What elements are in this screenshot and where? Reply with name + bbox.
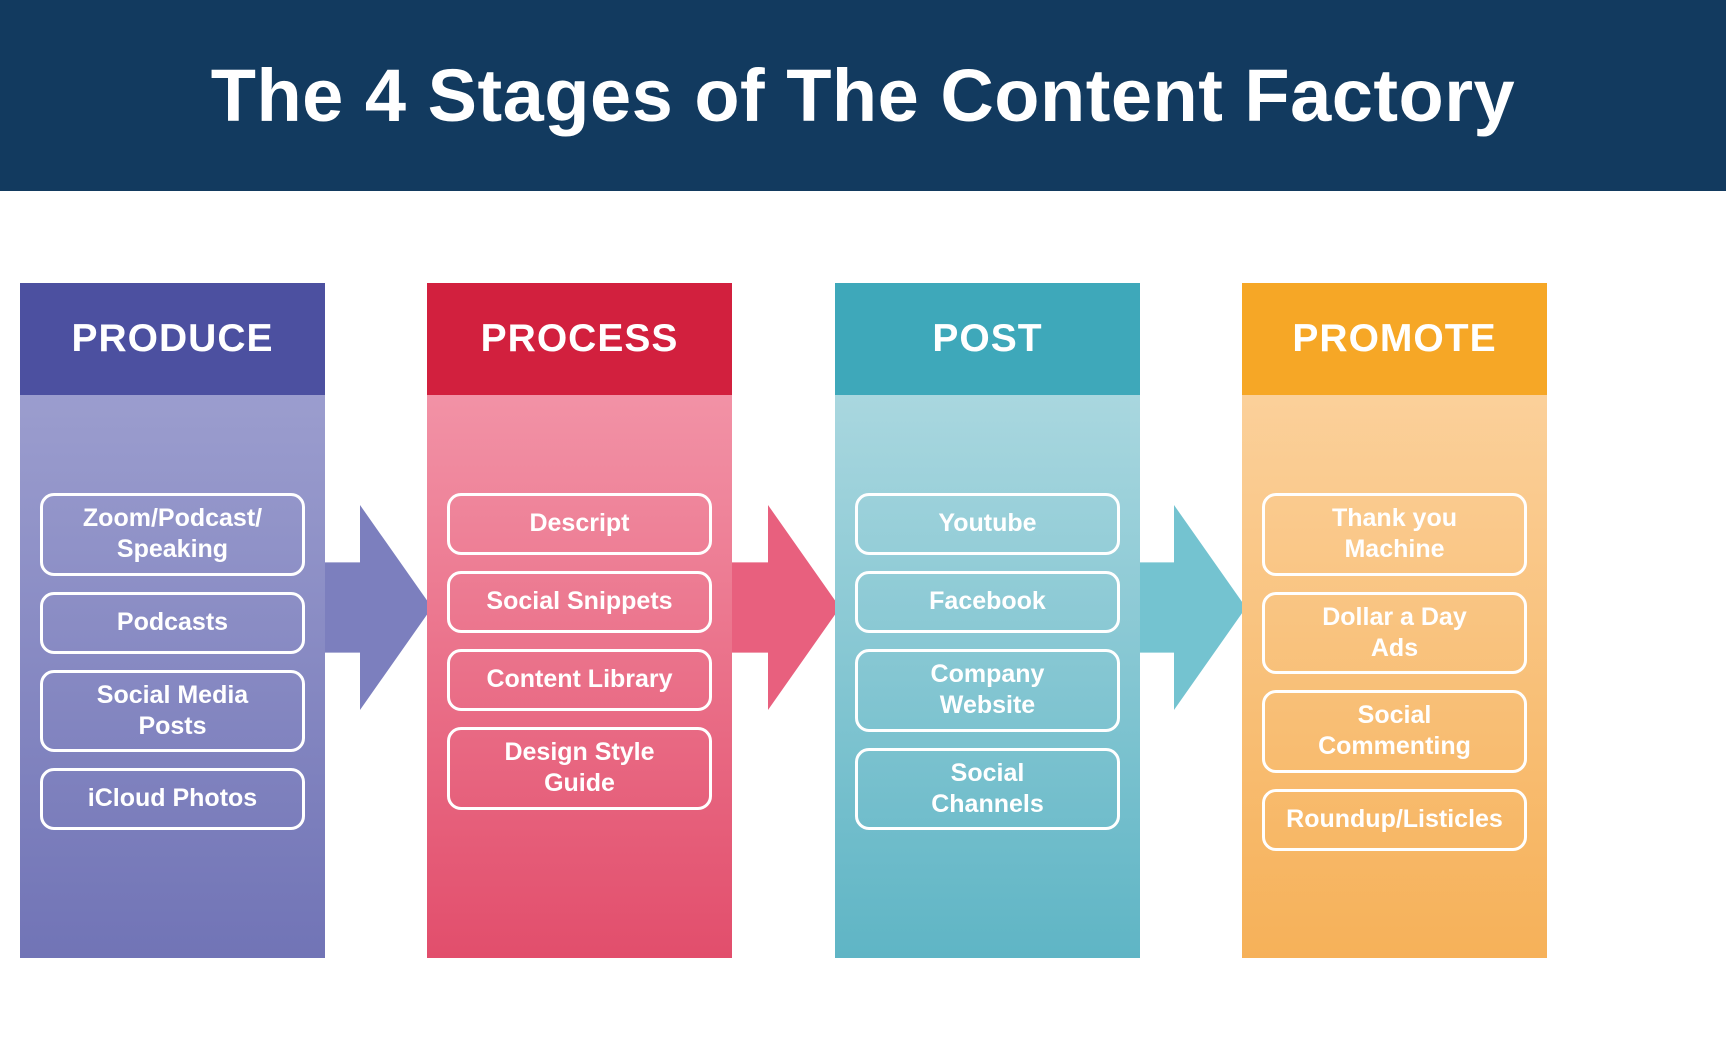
stage-item: Facebook	[855, 571, 1120, 633]
stage-item-label: Podcasts	[116, 607, 229, 636]
stage-item: Social Channels	[855, 747, 1120, 830]
stage-item: Content Library	[447, 649, 712, 711]
stage-item-label: Zoom/Podcast/ Speaking	[82, 504, 263, 564]
stage-item: Dollar a Day Ads	[1262, 591, 1527, 674]
stage-body: Descript Social Snippets Content Library…	[427, 395, 732, 958]
title-banner: The 4 Stages of The Content Factory	[0, 0, 1726, 191]
stage-item: Zoom/Podcast/ Speaking	[40, 493, 305, 576]
stage-header: PRODUCE	[20, 283, 325, 395]
stage-item-label: Design Style Guide	[504, 738, 655, 798]
stage-column-post: POST Youtube Facebook Company Website So…	[835, 283, 1140, 958]
stage-item: Podcasts	[40, 591, 305, 654]
stage-item-label: Content Library	[486, 665, 673, 694]
stage-item-label: Social Media Posts	[96, 680, 249, 740]
stage-header: PROCESS	[427, 283, 732, 395]
stage-item-label: Social Channels	[931, 758, 1044, 818]
stage-item-label: Social Snippets	[486, 587, 673, 616]
stage-title: PROCESS	[480, 317, 679, 360]
stage-column-promote: PROMOTE Thank you Machine Dollar a Day A…	[1242, 283, 1547, 958]
stage-body: Zoom/Podcast/ Speaking Podcasts Social M…	[20, 395, 325, 958]
stage-item: Company Website	[855, 649, 1120, 732]
stage-header: PROMOTE	[1242, 283, 1547, 395]
stage-item-label: Social Commenting	[1318, 701, 1471, 761]
stage-title: PRODUCE	[71, 317, 274, 360]
stage-title: PROMOTE	[1292, 317, 1497, 360]
stage-item-label: Company Website	[930, 660, 1045, 720]
stage-item-label: Descript	[529, 509, 630, 538]
stage-body: Youtube Facebook Company Website Social …	[835, 395, 1140, 958]
stage-item: Design Style Guide	[447, 727, 712, 810]
stage-item-label: Roundup/Listicles	[1286, 804, 1503, 833]
stage-body: Thank you Machine Dollar a Day Ads Socia…	[1242, 395, 1547, 958]
stage-title: POST	[932, 317, 1043, 360]
stage-item: iCloud Photos	[40, 768, 305, 830]
stage-item-label: Youtube	[938, 509, 1037, 538]
stage-item: Descript	[447, 493, 712, 555]
page-title: The 4 Stages of The Content Factory	[210, 54, 1516, 137]
stage-item: Youtube	[855, 493, 1120, 555]
stage-item: Social Media Posts	[40, 669, 305, 752]
stage-column-produce: PRODUCE Zoom/Podcast/ Speaking Podcasts …	[20, 283, 325, 958]
stage-header: POST	[835, 283, 1140, 395]
stage-item-label: Thank you Machine	[1331, 504, 1457, 564]
stage-item: Social Commenting	[1262, 690, 1527, 773]
stage-item-label: Dollar a Day Ads	[1322, 602, 1467, 662]
stage-item: Roundup/Listicles	[1262, 788, 1527, 851]
stages-area: PRODUCE Zoom/Podcast/ Speaking Podcasts …	[0, 283, 1726, 960]
stage-item: Thank you Machine	[1262, 493, 1527, 576]
stage-item-label: Facebook	[929, 587, 1046, 616]
stage-item: Social Snippets	[447, 571, 712, 633]
stage-item-label: iCloud Photos	[87, 784, 258, 813]
stage-column-process: PROCESS Descript Social Snippets Content…	[427, 283, 732, 958]
